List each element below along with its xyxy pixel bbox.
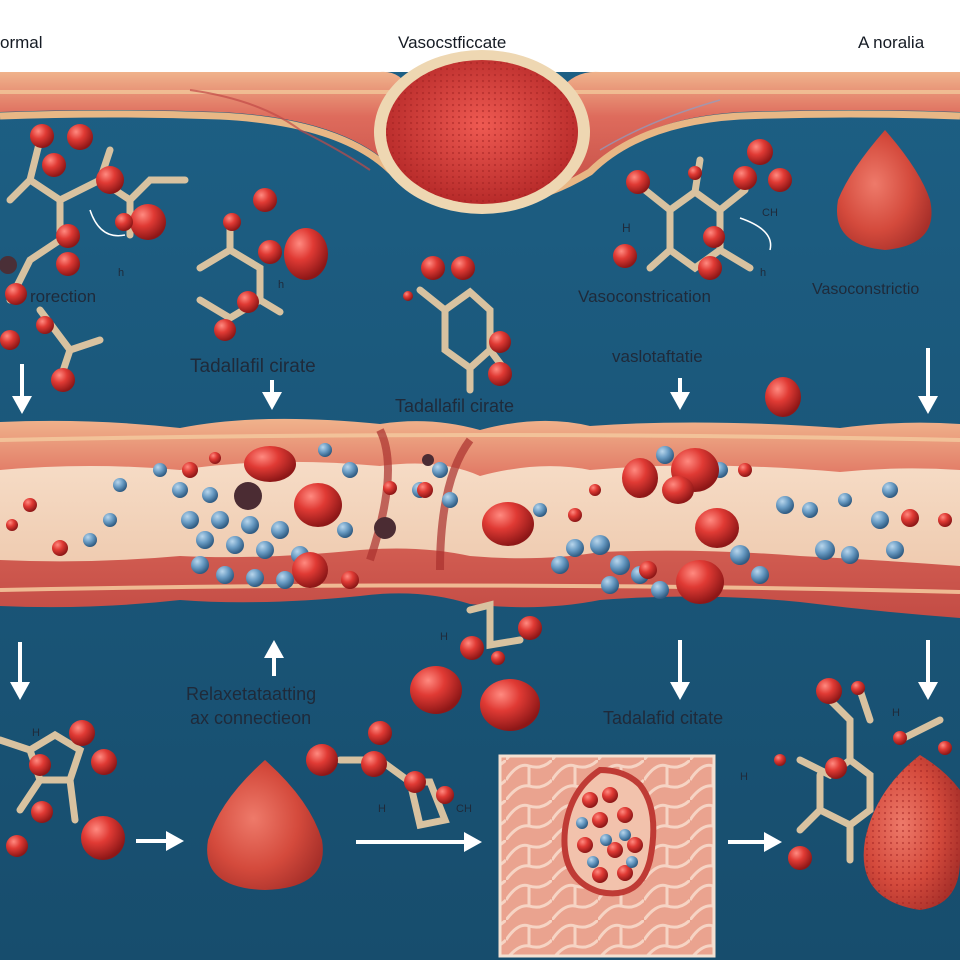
- h-label-bottom-mid-1: H: [440, 631, 448, 643]
- arrow-down-1: [12, 364, 32, 414]
- middle-vessel: [0, 418, 960, 618]
- h-label-right-1: H: [622, 221, 631, 235]
- label-tadalafil-1: Tadallafil cirate: [190, 356, 316, 377]
- label-vasoconstrication: Vasoconstrication: [578, 287, 711, 306]
- label-vaslotaftatie: vaslotaftatie: [612, 347, 703, 366]
- arrow-down-6: [670, 640, 690, 700]
- arrow-down-5: [10, 642, 30, 700]
- h-label-bottom-left: H: [32, 727, 40, 739]
- arrow-right-3: [728, 832, 782, 852]
- vessel-red-cells: [6, 446, 952, 604]
- red-cell: [765, 377, 801, 417]
- arrow-down-7: [918, 640, 938, 700]
- h-label-bottom-right-2: H: [740, 771, 748, 783]
- title-right: A noralia: [858, 33, 925, 52]
- molecule-left-mid: h: [196, 188, 328, 341]
- title-center: Vasocstficcate: [398, 33, 506, 52]
- h-label-bottom-right-1: H: [892, 707, 900, 719]
- molecule-right: H CH h: [613, 139, 792, 280]
- label-tadalafid: Tadalafid citate: [603, 708, 723, 728]
- label-tadalafil-2: Tadallafil cirate: [395, 396, 514, 416]
- large-red-cell: [374, 50, 590, 214]
- ch-label-right: CH: [762, 207, 778, 219]
- bottom-red-cells-center: [410, 666, 540, 731]
- ch-label-bottom-mid: CH: [456, 803, 472, 815]
- arrow-down-3: [670, 378, 690, 410]
- arrow-down-2: [262, 380, 282, 410]
- molecule-bottom-right: H H: [740, 678, 952, 870]
- molecule-bottom-mid: H CH: [306, 721, 472, 830]
- h-label-left: h: [118, 267, 124, 279]
- arrow-up-1: [264, 640, 284, 676]
- molecule-bottom-left: H: [0, 720, 125, 860]
- droplet-bottom-right: [863, 755, 960, 910]
- label-relax-line2: ax connectieon: [190, 708, 311, 728]
- label-vasoconstrictio: Vasoconstrictio: [812, 281, 919, 298]
- arrow-right-2: [356, 832, 482, 852]
- droplet-top-right: [836, 130, 932, 250]
- label-relax-line1: Relaxetataatting: [186, 684, 316, 704]
- h-label-right-2: h: [760, 267, 766, 279]
- arrow-right-1: [136, 831, 184, 851]
- molecule-bottom-center: H: [440, 600, 542, 665]
- h-label-bottom-mid-2: H: [378, 803, 386, 815]
- droplet-bottom-left: [207, 760, 323, 890]
- h-label-mid: h: [278, 279, 284, 291]
- molecule-left-top: h: [0, 124, 189, 392]
- arrow-down-4: [918, 348, 938, 414]
- label-rorection: rorection: [30, 287, 96, 306]
- title-left: ormal: [0, 33, 43, 52]
- tissue-panel: [498, 754, 716, 958]
- molecule-center: [403, 256, 512, 394]
